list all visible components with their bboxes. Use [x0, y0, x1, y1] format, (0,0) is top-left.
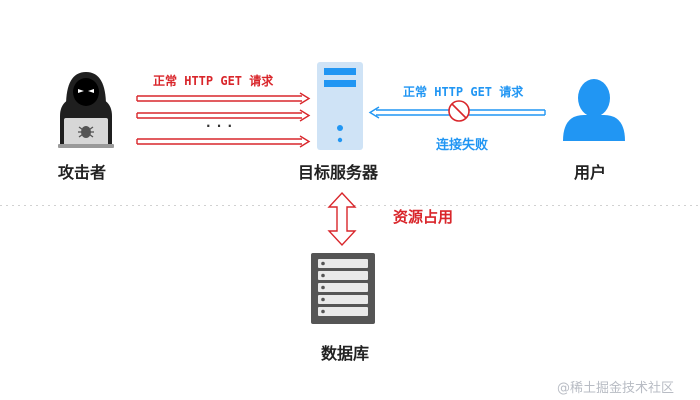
database-rack-icon — [311, 253, 375, 324]
ellipsis-label: · · · — [206, 119, 234, 133]
server-tower-icon — [317, 62, 363, 150]
prohibited-icon — [448, 100, 470, 122]
user-label: 用户 — [573, 163, 607, 182]
resource-usage-label: 资源占用 — [393, 208, 454, 226]
database-label: 数据库 — [320, 344, 370, 363]
connection-failed-label: 连接失败 — [436, 138, 489, 153]
attack-arrow-3 — [136, 135, 311, 148]
hooded-hacker-icon — [58, 72, 114, 148]
watermark: @稀土掘金技术社区 — [557, 381, 675, 396]
resource-arrow — [327, 191, 357, 247]
user-person-icon — [563, 79, 625, 141]
attacker-label: 攻击者 — [57, 163, 107, 182]
server-label: 目标服务器 — [297, 163, 379, 182]
attack-arrow-2 — [136, 109, 311, 122]
user-request-label: 正常 HTTP GET 请求 — [403, 85, 524, 99]
attack-arrow-1 — [136, 92, 311, 105]
attack-request-label: 正常 HTTP GET 请求 — [153, 74, 274, 88]
attack-arrows — [136, 92, 311, 148]
